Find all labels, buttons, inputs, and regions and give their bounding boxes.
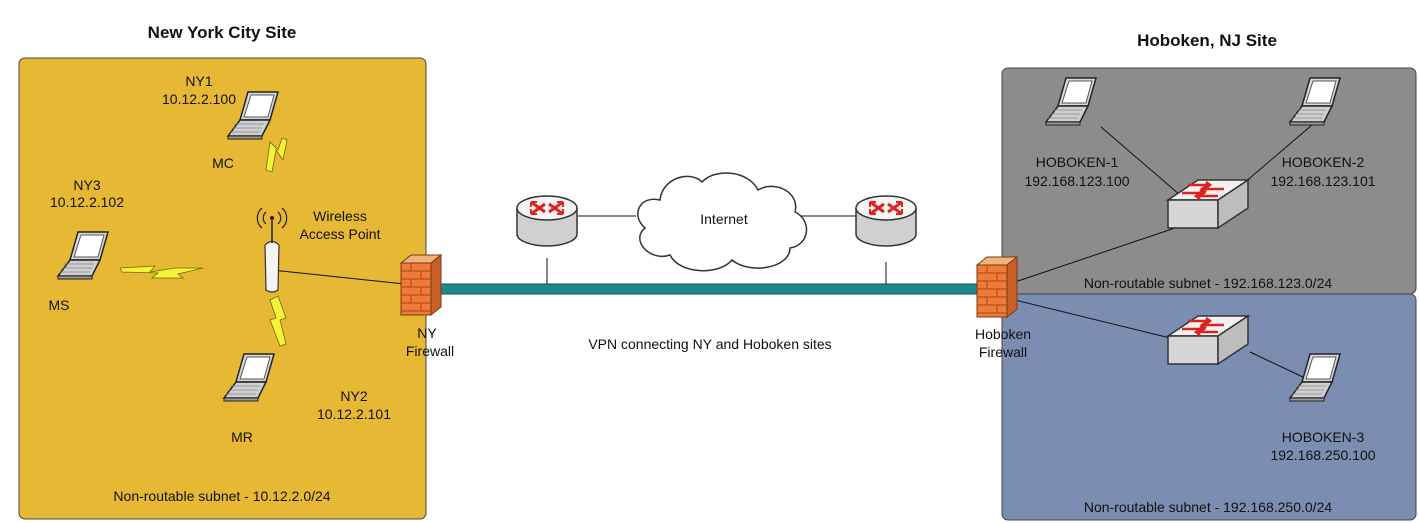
ny1-name: NY1 <box>185 73 212 89</box>
ny1-tag: MC <box>212 155 234 171</box>
ny-subnet-label: Non-routable subnet - 10.12.2.0/24 <box>113 488 330 504</box>
connection-lines <box>271 124 1313 379</box>
hoboken2-ip: 192.168.123.101 <box>1270 173 1375 189</box>
hoboken-firewall-label-line1: Hoboken <box>975 326 1031 342</box>
hoboken-router-icon <box>854 194 918 248</box>
ny-router-icon <box>515 194 579 248</box>
wireless-links <box>119 137 288 347</box>
ny3-name: NY3 <box>73 177 100 193</box>
vpn-label: VPN connecting NY and Hoboken sites <box>588 336 831 352</box>
ny3-tag: MS <box>49 297 70 313</box>
internet-label: Internet <box>700 211 748 227</box>
ny2-tag: MR <box>231 429 253 445</box>
hoboken-subnet-123-label: Non-routable subnet - 192.168.123.0/24 <box>1084 275 1333 291</box>
ny-firewall-label-line1: NY <box>417 325 437 341</box>
wireless-access-point <box>256 207 288 293</box>
hoboken2-name: HOBOKEN-2 <box>1282 154 1365 170</box>
hoboken3-name: HOBOKEN-3 <box>1282 429 1365 445</box>
hoboken1-name: HOBOKEN-1 <box>1036 154 1119 170</box>
hoboken-firewall-label-line2: Firewall <box>979 344 1027 360</box>
access-point-label-line2: Access Point <box>300 226 381 242</box>
ny-firewall-icon <box>400 254 442 316</box>
ny-firewall-label-line2: Firewall <box>406 343 454 359</box>
ny1-ip: 10.12.2.100 <box>162 91 236 107</box>
hoboken3-ip: 192.168.250.100 <box>1270 447 1375 463</box>
internet-cloud-icon <box>637 172 808 272</box>
access-point-label-line1: Wireless <box>313 208 367 224</box>
ny2-name: NY2 <box>340 388 367 404</box>
hoboken-subnet-250-area <box>1001 293 1417 521</box>
hoboken-firewall-icon <box>976 256 1018 318</box>
ny2-ip: 10.12.2.101 <box>317 406 391 422</box>
hoboken-subnet-250-label: Non-routable subnet - 192.168.250.0/24 <box>1084 499 1333 515</box>
ny-site-area <box>18 57 427 520</box>
ny-site-title: New York City Site <box>148 23 297 42</box>
hoboken1-ip: 192.168.123.100 <box>1024 173 1129 189</box>
hoboken-site-title: Hoboken, NJ Site <box>1137 31 1277 50</box>
vpn-tunnel <box>439 283 986 295</box>
ny3-ip: 10.12.2.102 <box>50 194 124 210</box>
